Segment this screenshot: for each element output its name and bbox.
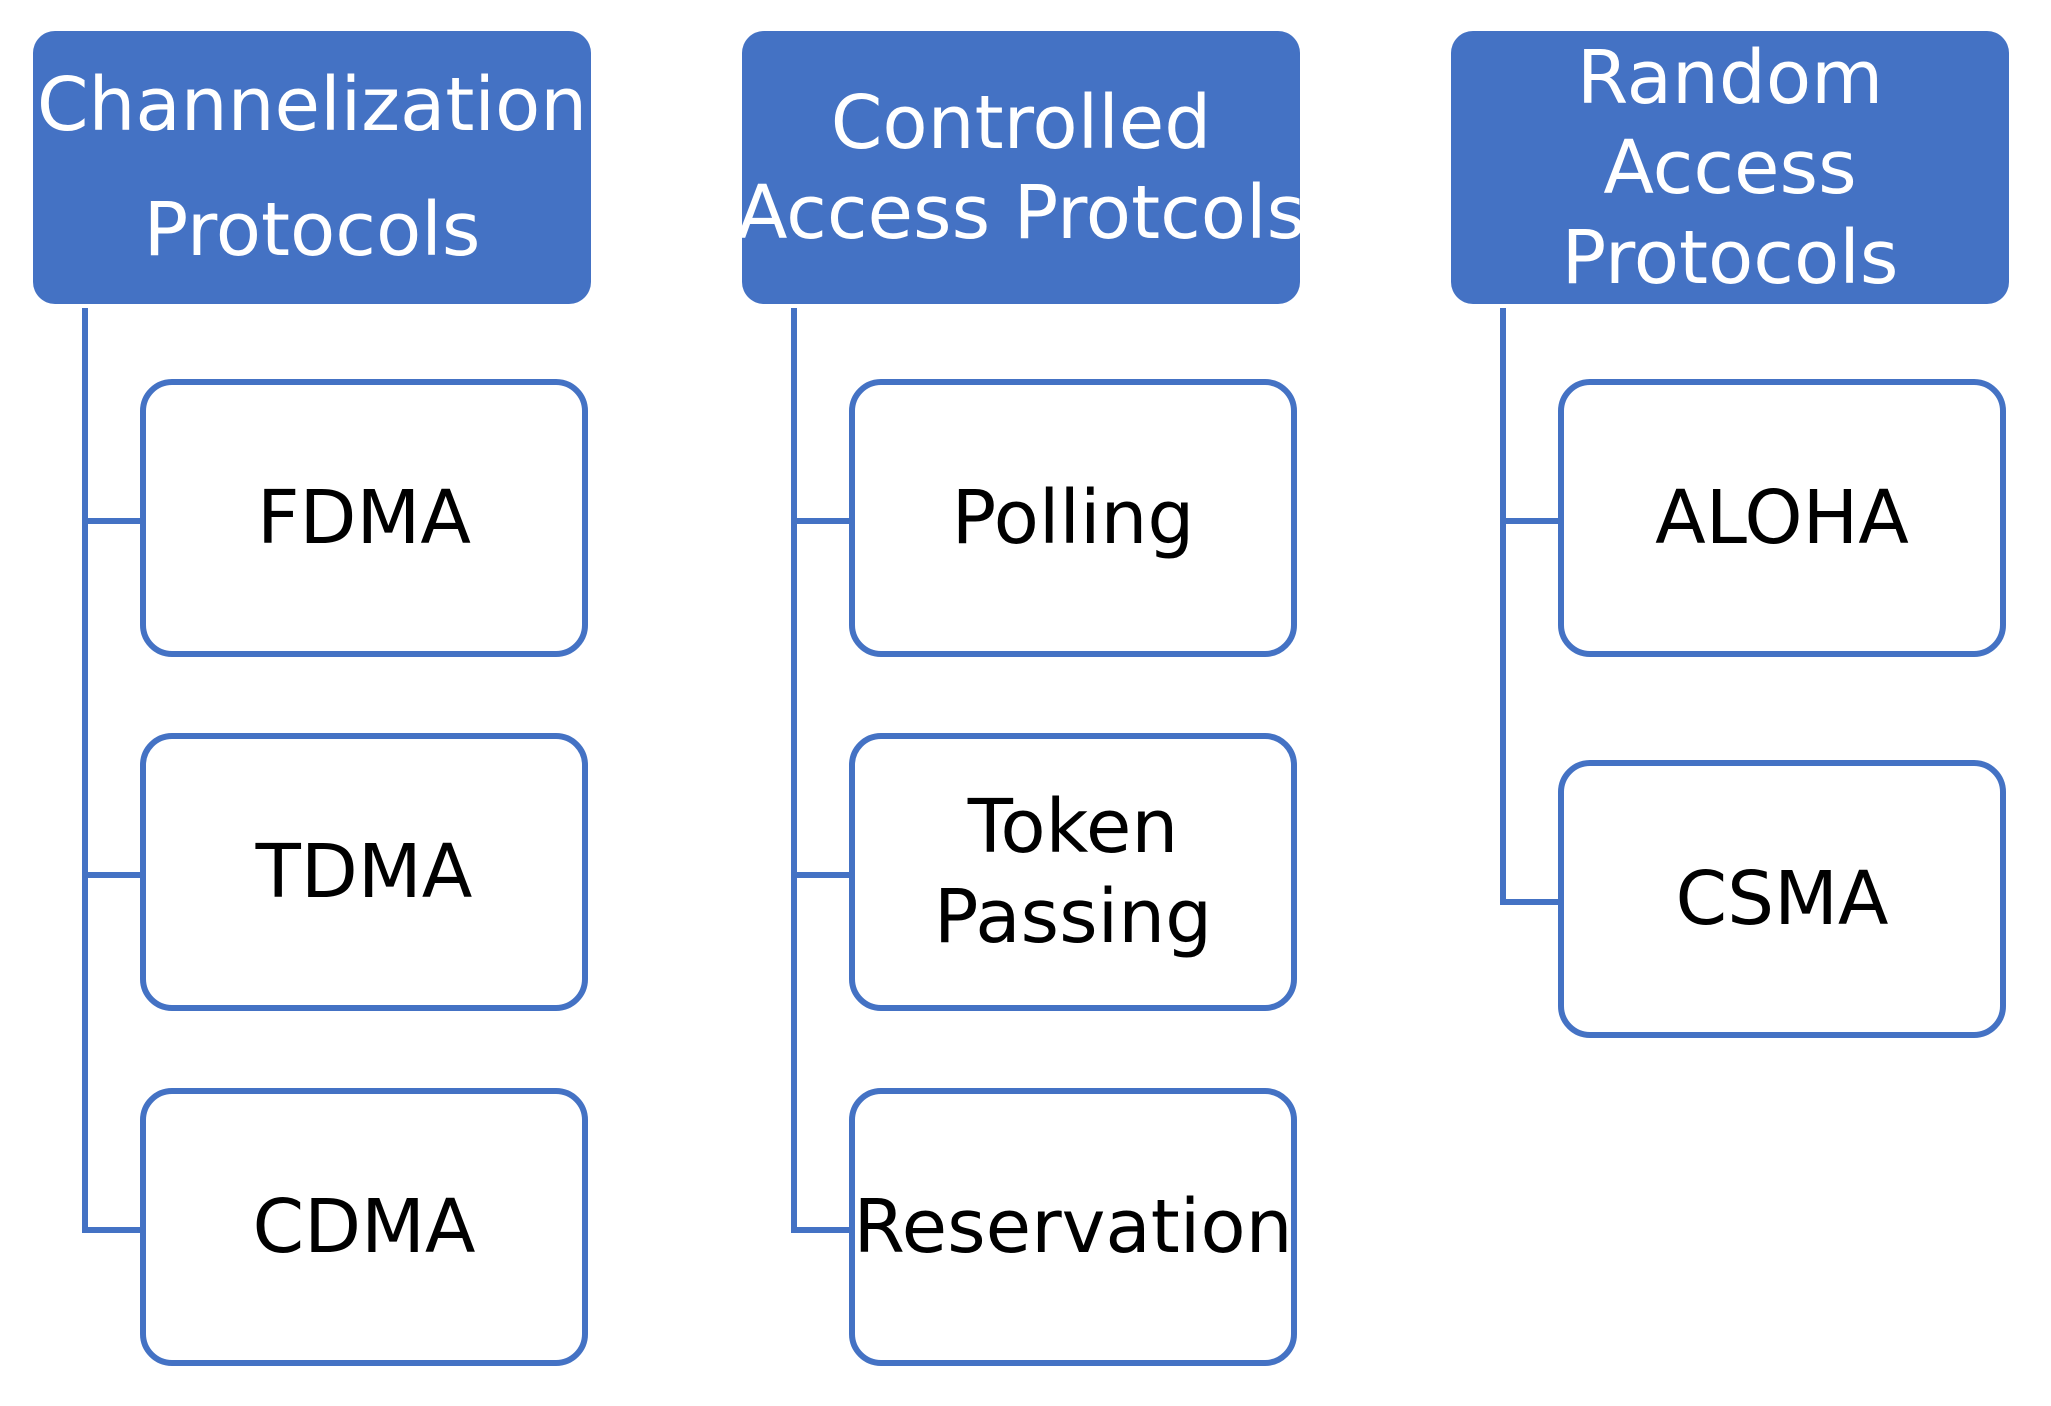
node-csma: CSMA bbox=[1558, 760, 2006, 1038]
header-line: Access bbox=[1603, 124, 1857, 211]
header-line: Access Protcols bbox=[736, 169, 1306, 256]
node-cdma: CDMA bbox=[140, 1088, 588, 1366]
node-label: Reservation bbox=[853, 1184, 1293, 1270]
header-channelization-protocols: Channelization Protocols bbox=[33, 31, 591, 304]
node-label: CDMA bbox=[252, 1184, 476, 1270]
node-label: CSMA bbox=[1675, 856, 1889, 942]
header-line: Protocols bbox=[143, 186, 481, 273]
node-aloha: ALOHA bbox=[1558, 379, 2006, 657]
node-label: Polling bbox=[951, 475, 1195, 561]
header-random-access-protocols: Random Access Protocols bbox=[1451, 31, 2009, 304]
node-tdma: TDMA bbox=[140, 733, 588, 1011]
header-line: Channelization bbox=[36, 61, 588, 148]
node-label: TDMA bbox=[255, 829, 473, 915]
node-polling: Polling bbox=[849, 379, 1297, 657]
node-reservation: Reservation bbox=[849, 1088, 1297, 1366]
node-label: Passing bbox=[933, 874, 1213, 960]
header-line: Protocols bbox=[1561, 214, 1899, 301]
header-line: Controlled bbox=[830, 79, 1212, 166]
node-label: Token bbox=[967, 784, 1179, 870]
header-controlled-access-protocols: Controlled Access Protcols bbox=[737, 31, 1305, 304]
header-line: Random bbox=[1576, 34, 1884, 121]
node-label: FDMA bbox=[256, 475, 471, 561]
node-label: ALOHA bbox=[1655, 475, 1909, 561]
node-token-passing: Token Passing bbox=[849, 733, 1297, 1011]
node-fdma: FDMA bbox=[140, 379, 588, 657]
